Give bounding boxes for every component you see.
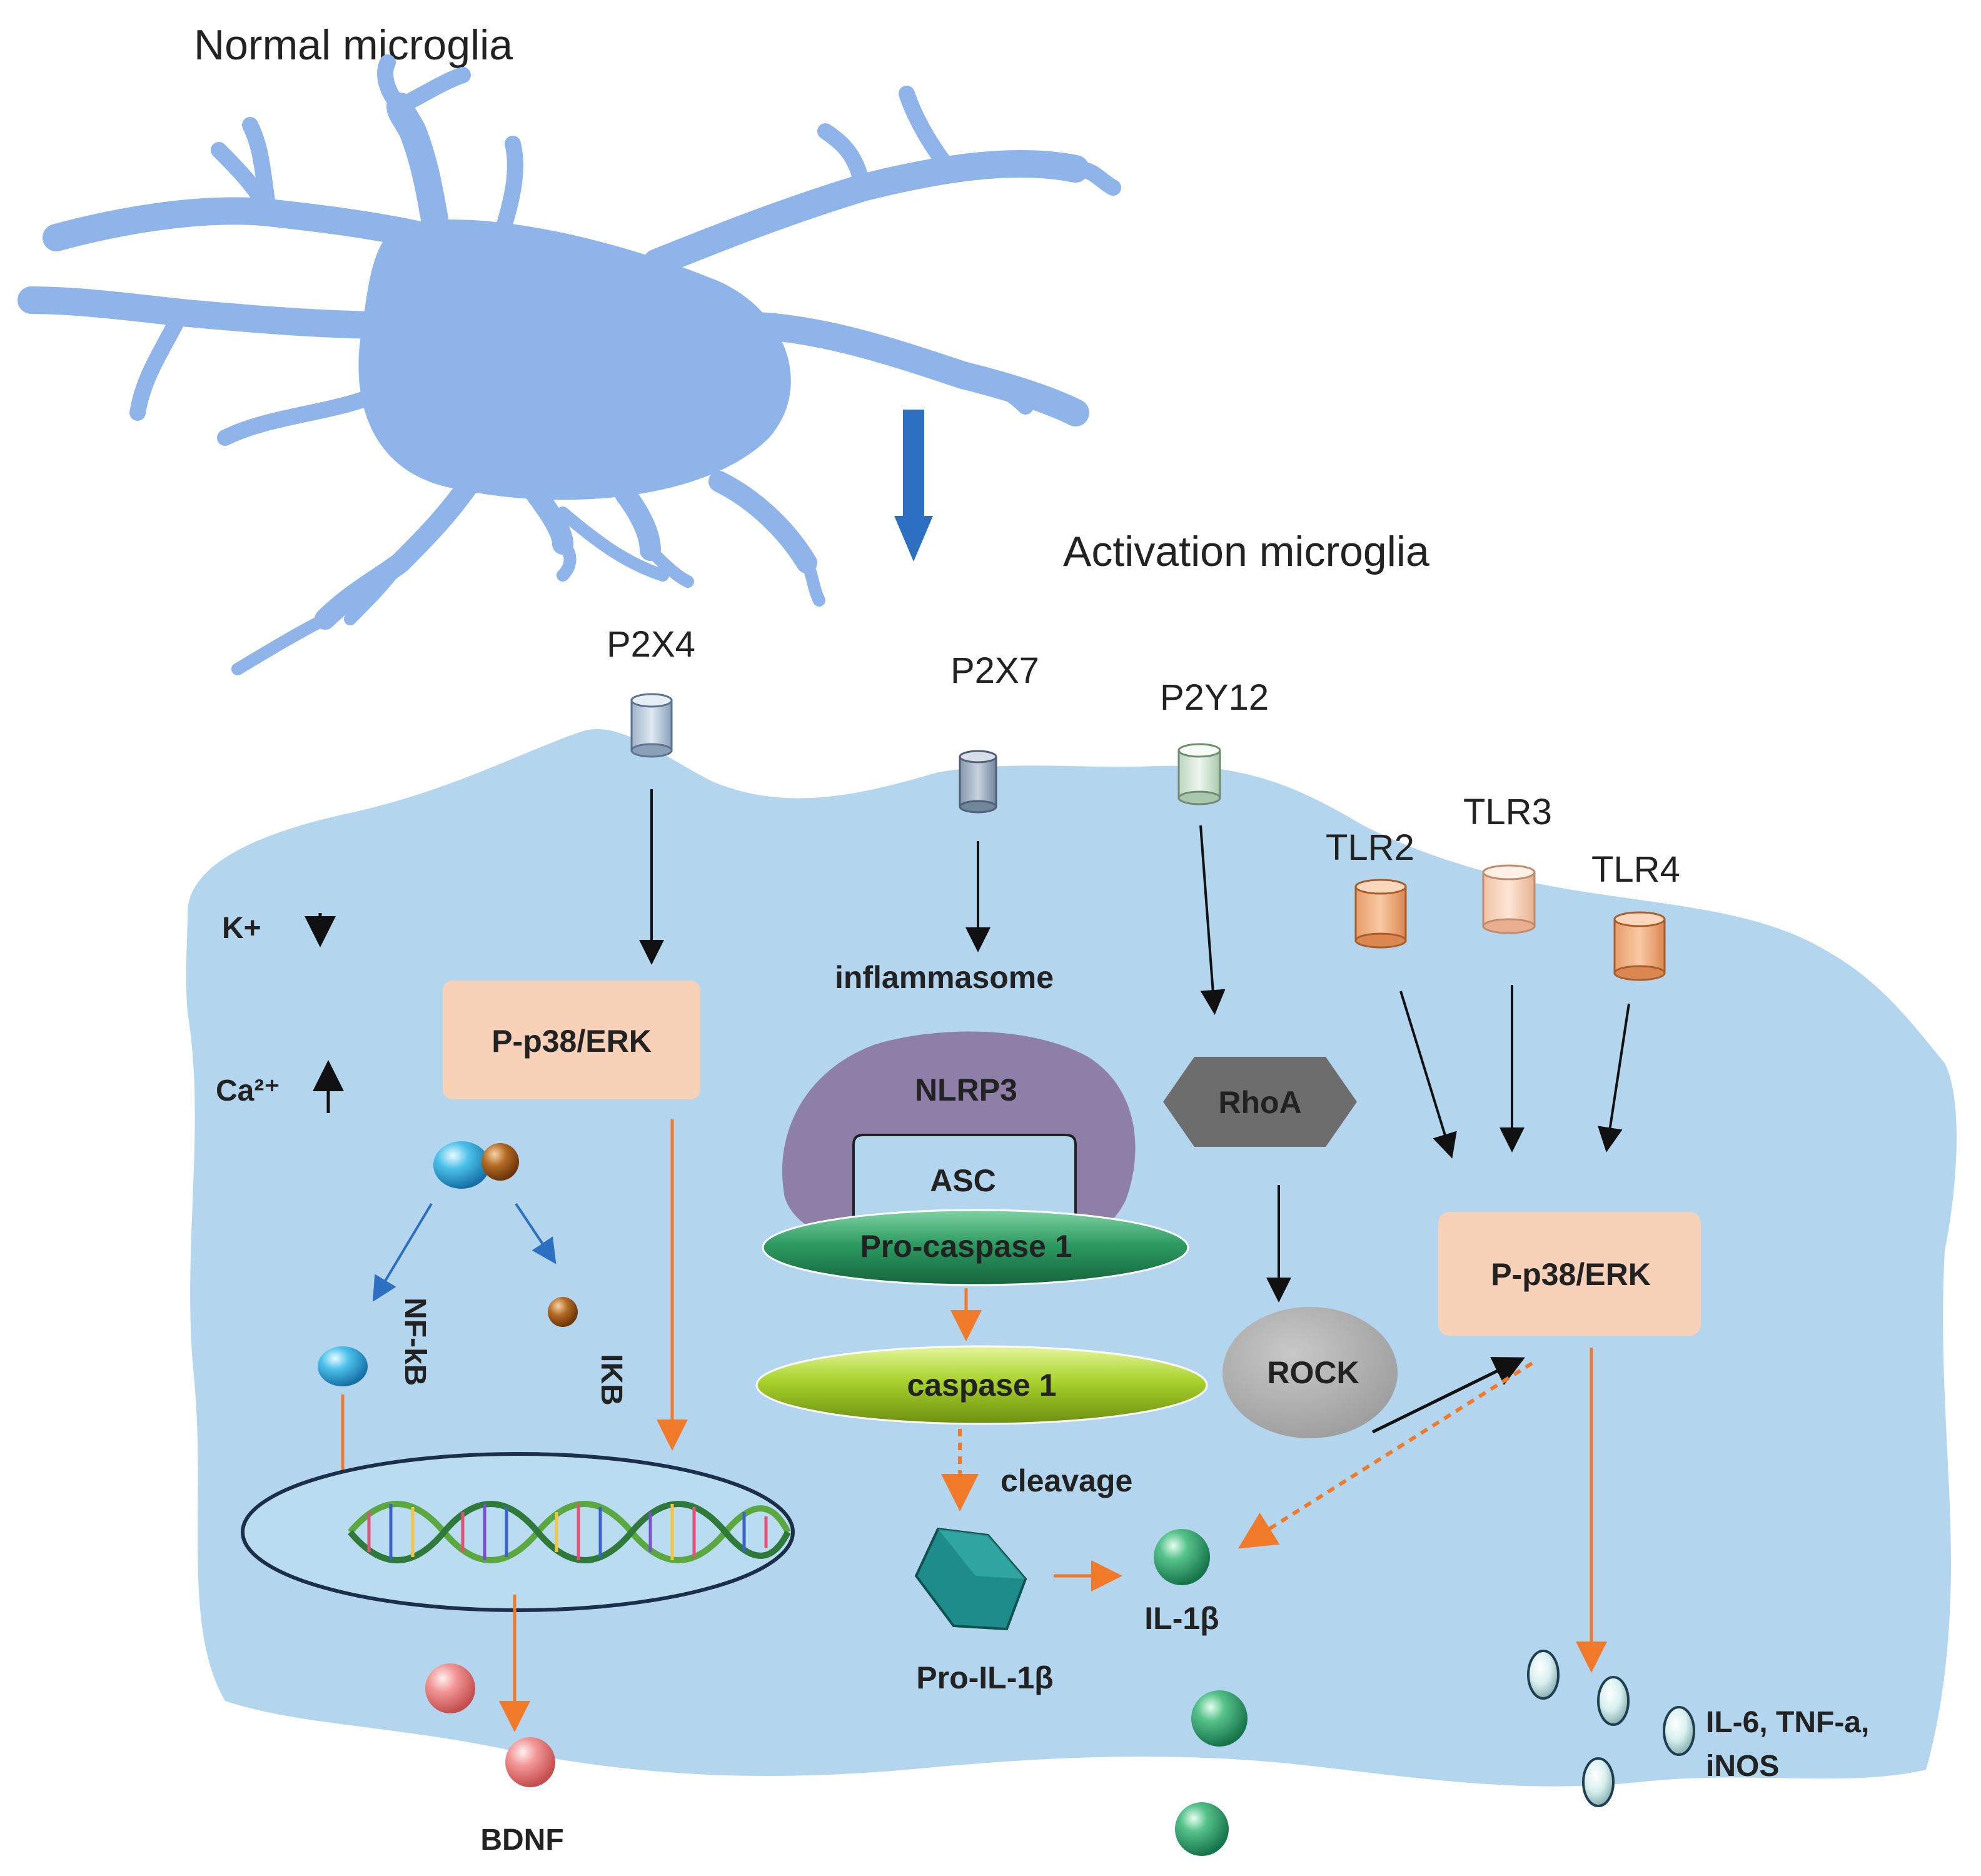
bdnf-ball-2 xyxy=(505,1737,555,1787)
calcium-label: Ca²⁺ xyxy=(216,1074,280,1107)
cytokine-vesicle-1 xyxy=(1527,1650,1560,1700)
left-kinase-box xyxy=(443,981,700,1099)
p2y12-arrow xyxy=(1199,825,1226,1015)
pro-caspase-1-label: Pro-caspase 1 xyxy=(860,1229,1072,1264)
normal-microglia-label: Normal microglia xyxy=(194,21,513,69)
nlrp3-label: NLRP3 xyxy=(915,1072,1017,1107)
p2x7-label: P2X7 xyxy=(950,650,1039,691)
nfkb-release-arrow xyxy=(372,1203,433,1302)
ikb-release-arrow xyxy=(515,1203,557,1264)
rhoa-shape xyxy=(1163,1057,1357,1147)
cytokine-vesicle-3 xyxy=(1663,1706,1695,1756)
potassium-label: K+ xyxy=(222,912,261,945)
pro-il1b-label: Pro-IL-1β xyxy=(916,1660,1053,1695)
tlr4-receptor xyxy=(1613,911,1666,981)
rock-to-kinase-arrow xyxy=(1371,1357,1525,1434)
caspase-1-label: caspase 1 xyxy=(907,1368,1056,1403)
pro-il1b-shape xyxy=(914,1527,1027,1631)
rhoa-label: RhoA xyxy=(1218,1085,1301,1120)
cytokines-label-line1: IL-6, TNF-a, xyxy=(1706,1706,1869,1739)
p2y12-label: P2Y12 xyxy=(1160,677,1269,718)
tlr2-label: TLR2 xyxy=(1326,827,1414,868)
nfkb-ikb-complex xyxy=(433,1141,519,1189)
rock-shape xyxy=(1222,1307,1398,1438)
il1b-label: IL-1β xyxy=(1144,1601,1219,1636)
p2x4-label: P2X4 xyxy=(607,624,695,665)
tlr2-receptor xyxy=(1354,879,1407,949)
cleavage-label: cleavage xyxy=(1001,1463,1132,1498)
asc-label: ASC xyxy=(930,1163,996,1198)
p2x7-receptor xyxy=(959,750,997,814)
cytokines-label-line2: iNOS xyxy=(1706,1750,1779,1783)
nucleus xyxy=(241,1452,795,1612)
pro-caspase-1-shape xyxy=(762,1209,1189,1286)
cytokine-vesicle-4 xyxy=(1582,1757,1615,1807)
right-kinase-box xyxy=(1438,1212,1701,1336)
dna-helix xyxy=(348,1501,791,1563)
inflammasome-label: inflammasome xyxy=(835,960,1054,995)
bdnf-ball-1 xyxy=(425,1663,475,1713)
caspase-1-shape xyxy=(755,1345,1208,1425)
left-kinase-label: P-p38/ERK xyxy=(491,1024,652,1059)
p2x4-receptor xyxy=(630,693,673,758)
nfkb-label: NF-kB xyxy=(398,1298,431,1386)
cytokine-vesicle-2 xyxy=(1597,1676,1630,1726)
normal-microglia-cell xyxy=(18,54,1121,675)
nfkb-ball xyxy=(318,1346,368,1386)
il1b-secreted-ball-1 xyxy=(1191,1690,1248,1747)
tlr2-arrow xyxy=(1399,991,1457,1159)
activation-microglia-label: Activation microglia xyxy=(1063,528,1429,575)
tlr4-label: TLR4 xyxy=(1591,849,1680,890)
bdnf-label: BDNF xyxy=(480,1823,563,1857)
activation-arrow xyxy=(894,410,933,562)
right-kinase-label: P-p38/ERK xyxy=(1491,1257,1651,1292)
il1b-ball xyxy=(1154,1529,1210,1585)
il1b-secreted-ball-2 xyxy=(1175,1802,1229,1856)
tlr4-arrow xyxy=(1598,1003,1630,1152)
cytokine-vesicles xyxy=(1527,1650,1695,1807)
tlr3-receptor xyxy=(1482,864,1536,934)
tlr3-label: TLR3 xyxy=(1463,792,1552,832)
rock-label: ROCK xyxy=(1267,1355,1359,1390)
p2y12-receptor xyxy=(1177,743,1221,805)
kinase-to-il1b-dashed-arrow xyxy=(1237,1361,1533,1549)
ikb-label: IKB xyxy=(595,1354,628,1406)
ikb-ball xyxy=(548,1297,578,1327)
